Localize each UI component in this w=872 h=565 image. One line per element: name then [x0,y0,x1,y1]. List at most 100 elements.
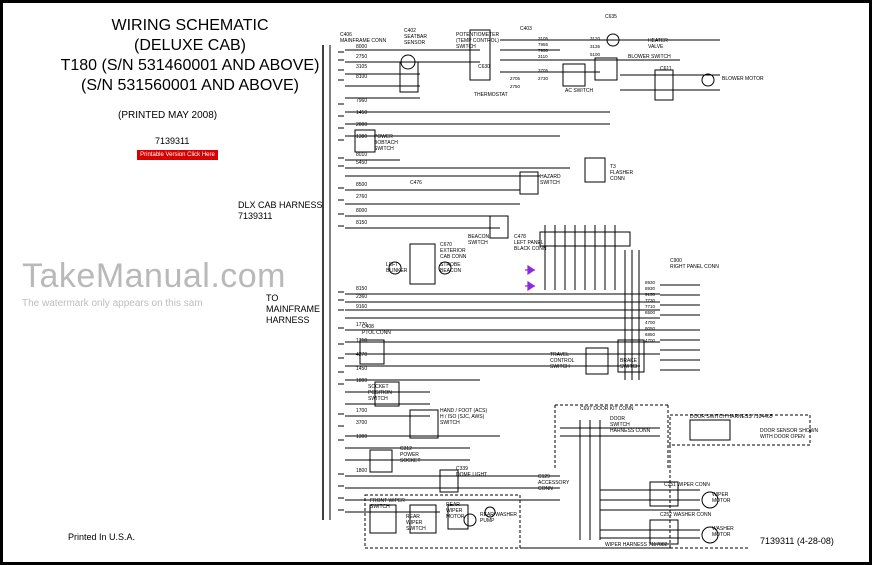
wire-number: 8000 [356,44,367,50]
component-label-line: C406 [340,32,352,38]
component-label-line: C478 [514,234,526,240]
component-label-line: POTENTIOMETER [456,32,499,38]
wire-number: 3110 [538,54,548,59]
component-label-line: FLASHER [610,170,633,176]
component-label-line: C476 [410,180,422,186]
component-label-line: LEFT PANEL [514,240,544,246]
component-label-c635: C635 [605,14,617,20]
component-label-line: WITH DOOR OPEN [760,434,805,440]
component-label-line: (TEMP CONTROL) [456,38,499,44]
watermark-text: TakeManual.com [22,257,287,295]
wire-number: 1800 [356,378,367,384]
component-label-line: BLINKER [386,268,408,274]
component-label-thermostat: THERMOSTAT [474,92,508,98]
wire-number: 3105 [356,64,367,70]
mainframe-label-line-1: TO [266,293,279,303]
title-line-1: WIRING SCHEMATIC [111,17,269,34]
wire-number: 4700 [645,320,656,325]
wire-number: 1380 [356,134,367,140]
component-label-line: VALVE [648,44,664,50]
title-line-4: (S/N 531560001 AND ABOVE) [81,77,299,94]
component-label-line: WIPER HARNESS 7117882 [605,542,668,548]
component-label-line: SWITCH [370,504,390,510]
component-label-line: LEFT [386,262,398,268]
mainframe-label-line-2: MAINFRAME [266,304,320,314]
printed-in-usa: Printed In U.S.A. [68,532,136,542]
wire-number: 3120 [590,36,601,41]
component-label-line: C630 [478,64,490,70]
document-reference: 7139311 (4-28-08) [760,536,834,546]
wire-number: 7710 [645,304,656,309]
component-label-line: SWITCH [440,420,460,426]
wire-number: 9150 [645,292,656,297]
component-label-line: HAND / FOOT (ACS) [440,408,487,414]
component-label-line: SWITCH [406,526,426,532]
component-label-line: C312 [400,446,412,452]
component-label-line: PUMP [480,518,495,524]
component-label-c697: C697 DOOR KIT CONN [580,406,634,412]
component-label-line: DOOR [610,416,625,422]
led-indicators [525,264,536,292]
wire-number: 2760 [356,194,367,200]
component-label-line: H / ISO (SJC, AWS) [440,414,485,420]
component-label-line: BLOWER MOTOR [722,76,764,82]
component-label-line: C670 [440,242,452,248]
component-label-line: SEATBAR [404,34,427,40]
component-label-line: WIPER [446,508,463,514]
component-label-line: BLACK CONN [514,246,547,252]
component-label-line: T3 [610,164,616,170]
component-label-handfoot: HAND / FOOT (ACS)H / ISO (SJC, AWS)SWITC… [440,408,487,426]
wire-number: 2750 [510,84,521,89]
component-label-door-harness: DOOR SWITCH HARNESS 7104465 [690,414,773,420]
component-label-line: SOCKET [400,458,421,464]
component-label-line: STROBE [440,262,461,268]
wire-number: 8100 [356,74,367,80]
component-label-line: C635 [605,14,617,20]
component-label-line: POSITION [368,390,392,396]
harness-label: DLX CAB HARNESS 7139311 [238,200,323,222]
component-label-line: SENSOR [404,40,426,46]
component-label-line: C129 [538,474,550,480]
wire-number: 3135 [590,44,601,49]
component-label-c476: C476 [410,180,422,186]
wire-number: 7960 [356,98,367,104]
component-label-c403: C403 [520,26,532,32]
wire-number: 8930 [645,286,656,291]
component-label-line: C900 [670,258,682,264]
wire-number: 9160 [356,304,367,310]
component-label-line: C251 WIPER CONN [664,482,710,488]
wire-number: 7950 [538,48,549,53]
wire-number: 8010 [356,152,367,158]
component-label-line: SWITCH [374,146,394,152]
component-label-line: BOBTACH [374,140,398,146]
component-label-line: AC SWITCH [565,88,593,94]
component-label-line: REAR WASHER [480,512,517,518]
component-label-line: HEATER [648,38,668,44]
wire-number: 1300 [356,434,367,440]
component-label-line: REAR [406,514,420,520]
wire-number: 3705 [538,68,549,73]
component-label-c630: C630 [478,64,490,70]
wire-number: 4700 [645,338,656,343]
wire-number: 1700 [356,408,367,414]
component-label-line: POWER [400,452,419,458]
title-line-2: (DELUXE CAB) [133,37,247,54]
component-label-line: DOOR SENSOR SHOWN [760,428,818,434]
printable-version-link[interactable]: Printable Version Click Here [137,150,218,160]
schematic-title: WIRING SCHEMATIC (DELUXE CAB) T180 (S/N … [60,16,320,96]
wire-number: 2000 [356,122,367,128]
component-label-line: BEACON [440,268,462,274]
